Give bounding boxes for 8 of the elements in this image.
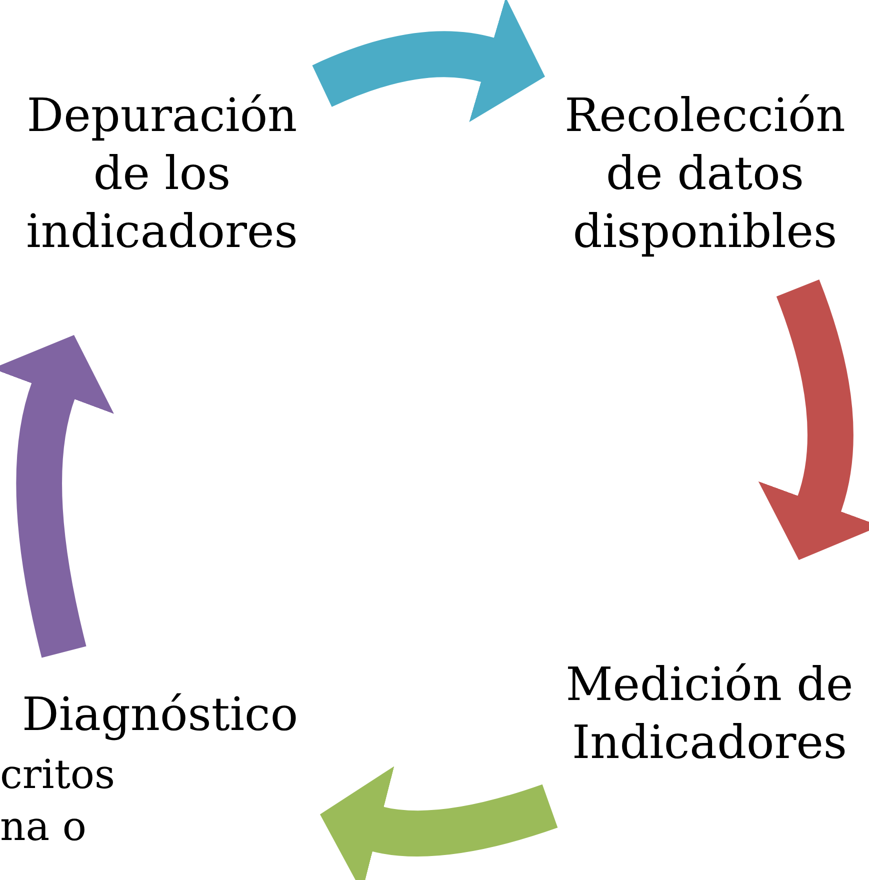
step-label: Medición de Indicadores xyxy=(564,656,854,771)
curved-arrow xyxy=(312,0,546,123)
step-label: Depuración de los indicadores xyxy=(25,87,299,260)
step-label: Recolección de datos disponibles xyxy=(564,87,846,260)
curved-arrow xyxy=(0,334,115,658)
curved-arrow xyxy=(757,280,869,561)
step-label: Diagnóstico xyxy=(20,686,300,743)
step-description: critos na o xyxy=(0,751,116,852)
